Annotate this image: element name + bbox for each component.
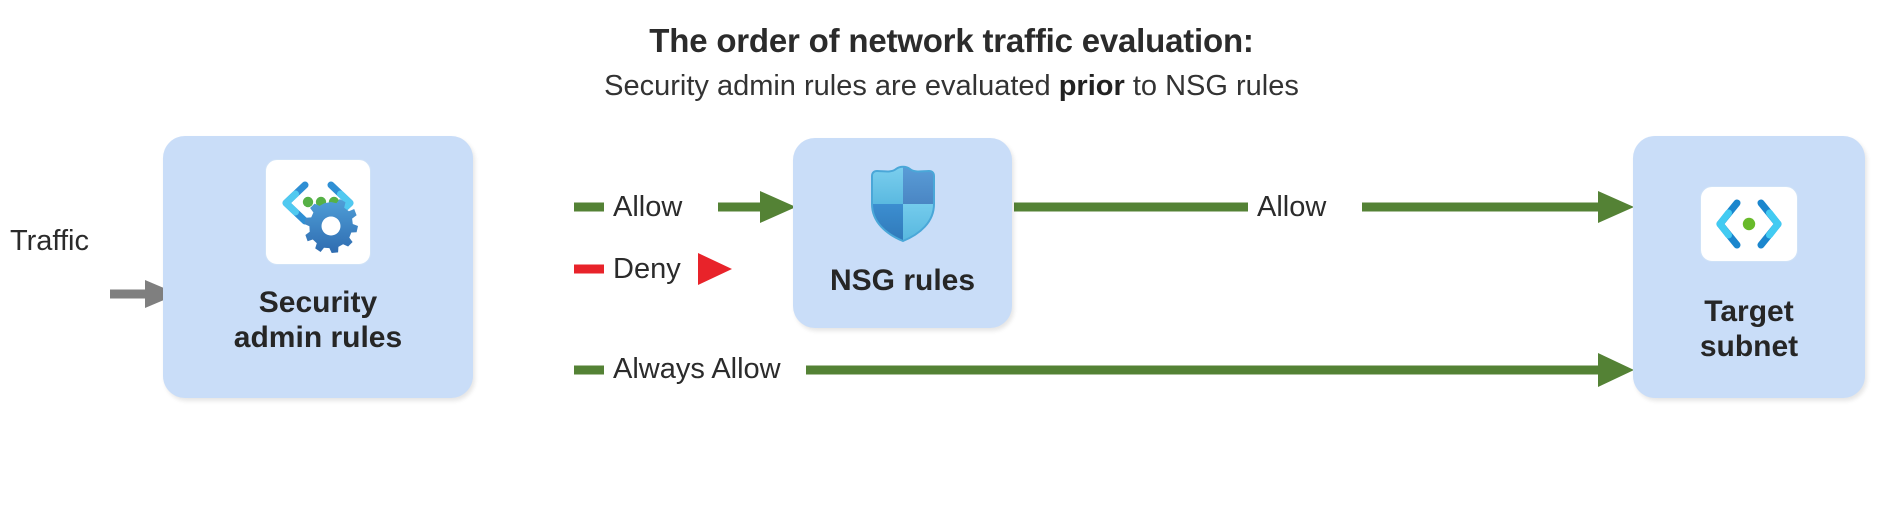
node-label-target-subnet: Target subnet — [1699, 295, 1799, 364]
code-brackets-gear-icon-tile — [265, 159, 371, 265]
edge-label-traffic: Traffic — [10, 225, 89, 257]
shield-icon-wrap — [868, 164, 938, 249]
node-label-nsg-rules: NSG rules — [829, 264, 976, 297]
page-subtitle: Security admin rules are evaluated prior… — [0, 70, 1903, 103]
subnet-brackets-icon — [1716, 199, 1782, 249]
edge-label-always-allow: Always Allow — [613, 353, 781, 385]
subtitle-text-before: Security admin rules are evaluated — [604, 70, 1059, 102]
node-security-admin-rules[interactable]: Security admin rules — [163, 136, 473, 398]
subtitle-emphasis: prior — [1058, 70, 1125, 102]
edge-allow-1 — [574, 191, 796, 223]
edge-label-allow-2: Allow — [1257, 191, 1327, 223]
code-brackets-gear-icon — [282, 181, 358, 253]
node-target-subnet[interactable]: Target subnet — [1633, 136, 1865, 398]
node-label-security-admin-rules: Security admin rules — [233, 286, 403, 355]
edge-label-deny: Deny — [613, 253, 681, 285]
page-title: The order of network traffic evaluation: — [649, 22, 1254, 59]
subnet-brackets-icon-tile — [1700, 186, 1798, 262]
node-nsg-rules[interactable]: NSG rules — [793, 138, 1012, 328]
edge-label-allow-1: Allow — [613, 191, 683, 223]
subtitle-text-after: to NSG rules — [1124, 70, 1299, 102]
shield-icon — [870, 165, 935, 243]
